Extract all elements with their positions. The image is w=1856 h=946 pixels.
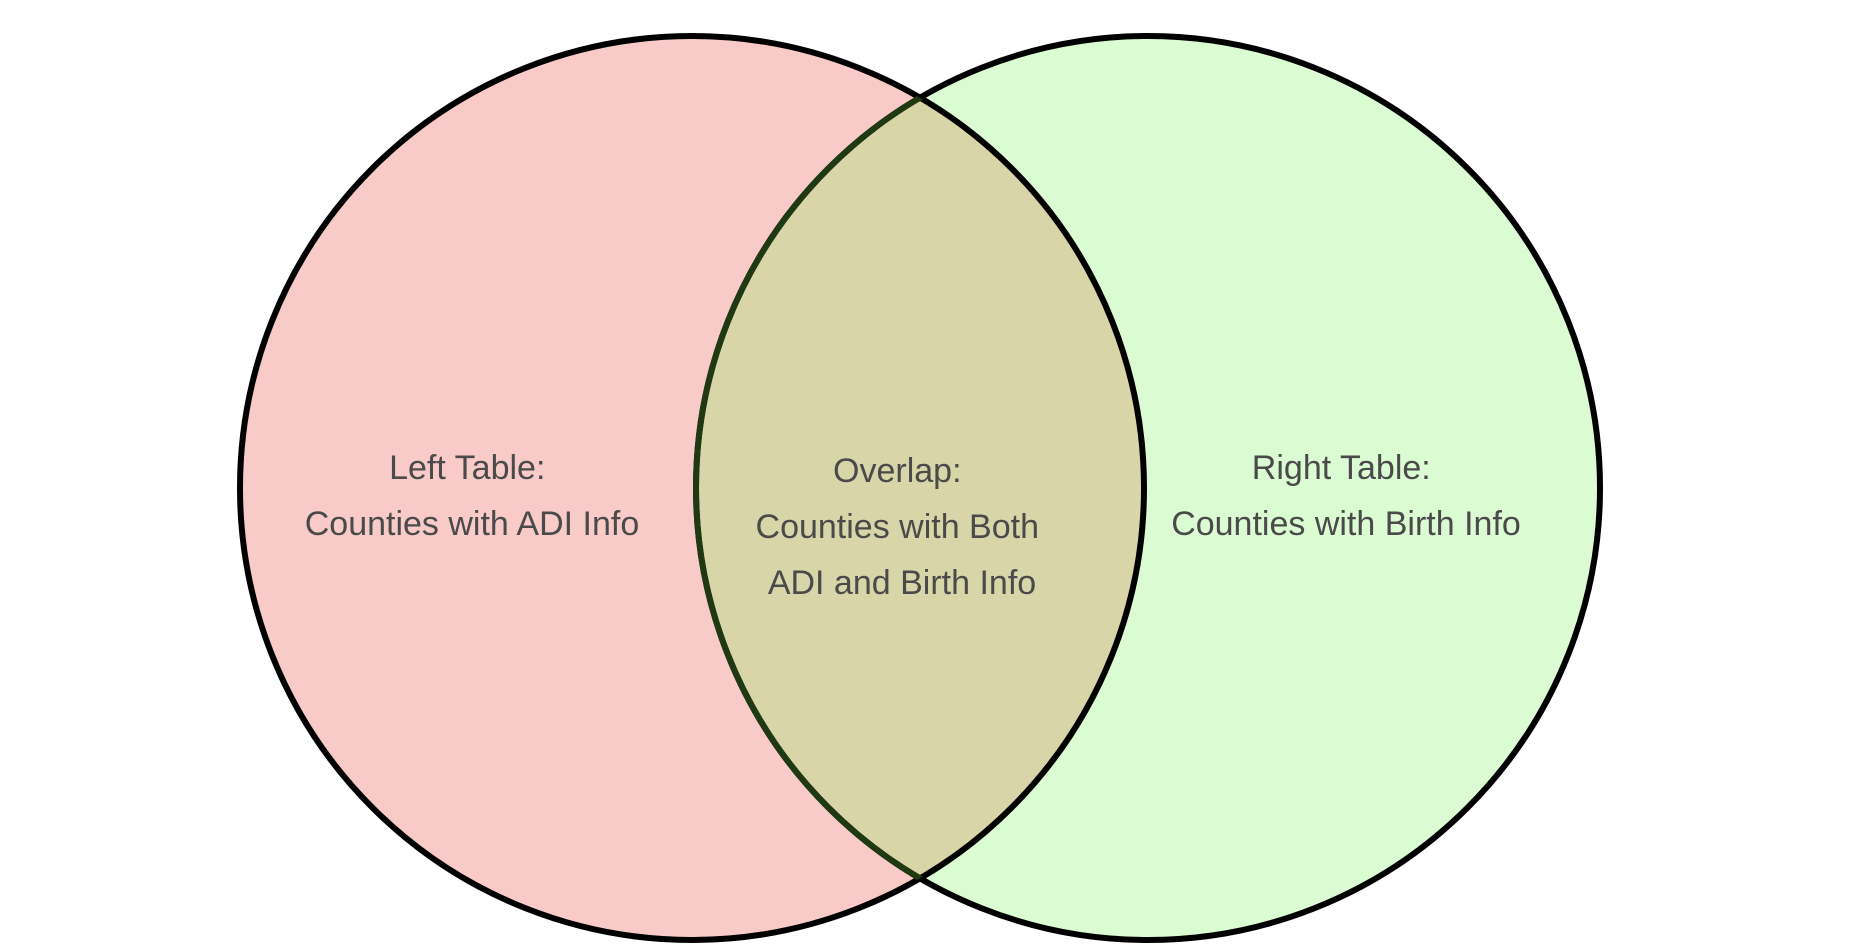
left-set-outline xyxy=(237,33,1147,943)
right-set-label-line: Right Table: xyxy=(1252,449,1431,487)
overlap-label-line: ADI and Birth Info xyxy=(768,564,1036,602)
overlap-label-line: Overlap: xyxy=(833,452,962,490)
left-set-label-line: Left Table: xyxy=(389,449,545,487)
overlap-region xyxy=(696,36,1144,940)
left-set-label: Left Table: Counties with ADI Info xyxy=(305,449,640,543)
overlap-label: Overlap: Counties with Both ADI and Birt… xyxy=(756,452,1049,602)
left-set-label-line: Counties with ADI Info xyxy=(305,505,640,543)
right-set-label-line: Counties with Birth Info xyxy=(1171,505,1521,543)
overlap-outline xyxy=(693,36,1144,940)
right-set-label: Right Table: Counties with Birth Info xyxy=(1171,449,1521,543)
overlap-label-line: Counties with Both xyxy=(756,508,1040,546)
